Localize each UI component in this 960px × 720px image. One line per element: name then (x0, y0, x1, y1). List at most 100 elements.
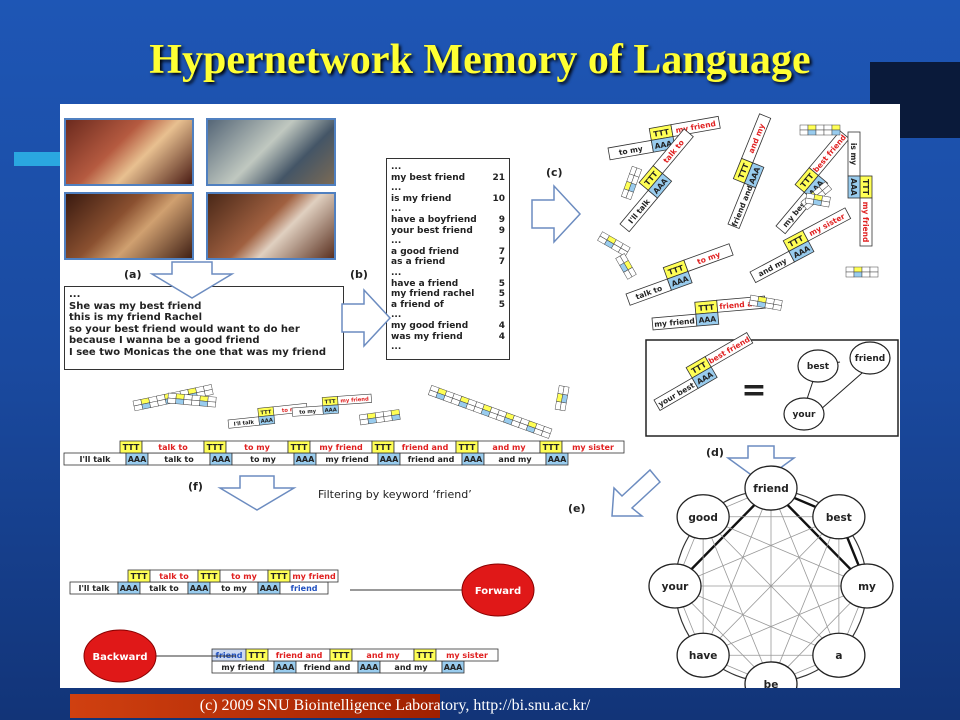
top-word-cell (859, 197, 873, 247)
ttt-label: TTT (417, 651, 434, 660)
network-node-label: be (764, 679, 779, 688)
aaa-cell (788, 240, 815, 263)
top-word: friend and (402, 443, 449, 452)
frequency-count: 9 (498, 214, 505, 225)
sentence: this is my friend Rachel (69, 312, 202, 323)
video-frame-3 (64, 192, 194, 260)
network-node (676, 632, 730, 678)
mini-hyperedge (615, 253, 637, 280)
top-word: to my (231, 572, 257, 581)
label-d: (d) (706, 446, 724, 459)
aaa-label: AAA (296, 455, 315, 464)
sentence-list: ... She was my best friend this is my fr… (64, 286, 344, 370)
arrow-right-c (531, 184, 582, 244)
aaa-label: AAA (120, 584, 139, 593)
aaa-label: AAA (260, 418, 274, 425)
frequency-phrase: ... (391, 236, 402, 247)
network-edge (702, 516, 772, 685)
ttt-label: TTT (260, 409, 272, 416)
sentence: ... (69, 289, 81, 300)
top-word: friend and (276, 651, 323, 660)
figure-panel: (a) ... She was my best friend this is m… (60, 104, 900, 688)
mini-hyperedge (554, 385, 570, 412)
frequency-row: my best friend 21 (391, 173, 505, 184)
top-word-cell (435, 648, 499, 662)
frequency-row: was my friend 4 (391, 332, 505, 343)
mini-hyperedge (804, 192, 831, 208)
equiv-node-label: friend (855, 354, 885, 364)
mini-hyperedge (167, 392, 217, 408)
frequency-count: 10 (492, 193, 505, 204)
label-b: (b) (350, 268, 368, 281)
aaa-label: AAA (260, 584, 279, 593)
top-word-cell (561, 440, 625, 454)
bottom-word: my friend (325, 455, 369, 464)
network-node-label: your (662, 581, 690, 593)
top-word: my friend (292, 572, 336, 581)
frequency-count: 21 (492, 172, 505, 183)
filtering-caption: Filtering by keyword ‘friend’ (318, 488, 472, 501)
top-word: my friend (319, 443, 363, 452)
frequency-phrase: a good friend (391, 246, 459, 257)
aaa-cell (695, 311, 720, 327)
video-frame-2 (206, 118, 336, 186)
arrow-down-a (149, 261, 235, 299)
frequency-row: ... (391, 342, 505, 353)
ttt-label: TTT (131, 572, 148, 581)
top-word-cell (289, 569, 339, 583)
aaa-cell (647, 172, 673, 199)
ttt-label: TTT (375, 443, 392, 452)
network-edge (770, 516, 840, 685)
bottom-word: and my (394, 663, 428, 672)
aaa-label: AAA (380, 455, 399, 464)
frequency-phrase: your best friend (391, 225, 473, 236)
frequency-count: 5 (498, 278, 505, 289)
top-word: and my (492, 443, 526, 452)
frequency-count: 5 (498, 289, 505, 300)
network-edge (702, 487, 772, 656)
mini-hyperedge (359, 409, 401, 426)
aaa-label: AAA (698, 314, 716, 325)
frequency-count: 7 (498, 257, 505, 268)
aaa-cell (847, 175, 861, 199)
label-c: (c) (546, 166, 563, 179)
frequency-phrase: as a friend (391, 257, 446, 268)
ttt-label: TTT (201, 572, 218, 581)
frequency-phrase: my best friend (391, 172, 466, 183)
frequency-row: ... (391, 236, 505, 247)
frequency-phrase: is my friend (391, 193, 452, 204)
bottom-word: my friend (654, 316, 695, 329)
ttt-label: TTT (333, 651, 350, 660)
mini-hyperedge (799, 124, 841, 136)
network-node-label: friend (753, 483, 788, 495)
sentence: because I wanna be a good friend (69, 335, 260, 346)
forward-node-label: Forward (475, 586, 521, 597)
bottom-word: is my (849, 143, 858, 165)
video-frame-1 (64, 118, 194, 186)
top-word: my sister (572, 443, 614, 452)
frequency-phrase: have a boyfriend (391, 214, 477, 225)
frequency-count: 5 (498, 299, 505, 310)
frequency-phrase: a friend of (391, 299, 444, 310)
frequency-phrase: was my friend (391, 331, 463, 342)
frequency-count: 4 (498, 331, 505, 342)
bottom-word: I'll talk (233, 420, 254, 428)
ttt-label: TTT (459, 443, 476, 452)
sentence: I see two Monicas the one that was my fr… (69, 346, 326, 358)
bottom-word: talk to (149, 584, 179, 593)
top-word-cell (683, 243, 734, 272)
frequency-row: ... (391, 162, 505, 173)
backward-node (83, 629, 157, 683)
frequency-count: 9 (498, 225, 505, 236)
frequency-phrase: my friend rachel (391, 289, 475, 300)
frequency-phrase: ... (391, 183, 402, 194)
aaa-label: AAA (849, 178, 858, 196)
frequency-phrase: ... (391, 267, 402, 278)
